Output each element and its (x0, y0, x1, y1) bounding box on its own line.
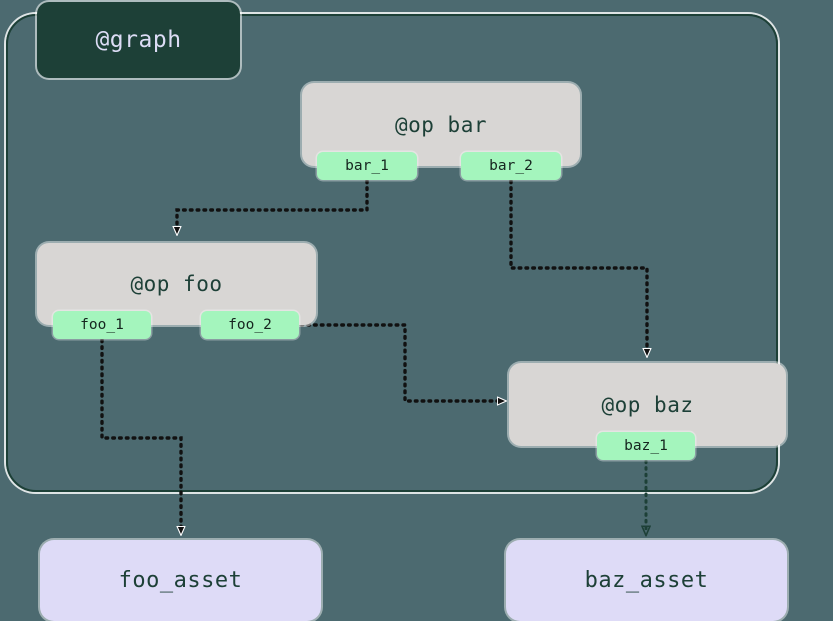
graph-container (6, 14, 778, 492)
port-foo-1[interactable]: foo_1 (53, 311, 151, 339)
op-node-baz[interactable]: @op baz (509, 363, 786, 446)
port-bar-2[interactable]: bar_2 (461, 152, 561, 180)
port-bar-1[interactable]: bar_1 (317, 152, 417, 180)
asset-node-foo-asset[interactable]: foo_asset (40, 540, 321, 621)
asset-node-baz-asset[interactable]: baz_asset (506, 540, 787, 621)
port-baz-1[interactable]: baz_1 (597, 432, 695, 460)
graph-title-label: @graph (37, 2, 240, 78)
op-node-foo-title: @op foo (130, 272, 223, 296)
op-node-baz-title: @op baz (601, 392, 694, 417)
port-foo-2[interactable]: foo_2 (201, 311, 299, 339)
op-node-bar-title: @op bar (394, 112, 487, 137)
